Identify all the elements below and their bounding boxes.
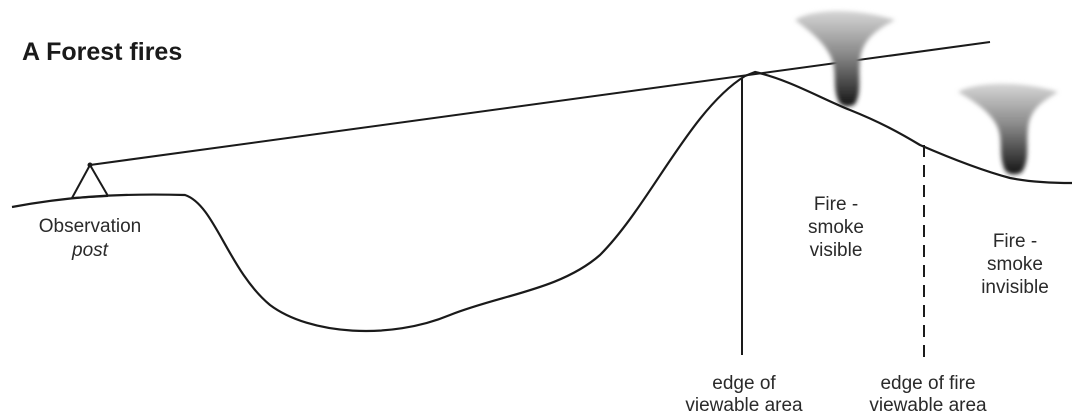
diagram-title: A Forest fires (22, 38, 182, 66)
observation-post-marker (72, 163, 108, 199)
edge-fire-label-line2: viewable area (869, 395, 987, 416)
fire-visible-label-line1: Fire - (814, 194, 858, 215)
edge-viewable-label-line1: edge of (712, 373, 776, 394)
edge-viewable-label-line2: viewable area (685, 395, 803, 416)
edge-fire-label-line1: edge of fire (880, 373, 975, 394)
smoke-plume-invisible (958, 84, 1058, 175)
fire-invisible-label-line3: invisible (981, 277, 1049, 298)
fire-invisible-label-line1: Fire - (993, 231, 1037, 252)
terrain-profile (12, 72, 1072, 331)
fire-visible-label-line2: smoke (808, 217, 864, 238)
fire-invisible-label-line2: smoke (987, 254, 1043, 275)
fire-visible-label-line3: visible (810, 240, 863, 261)
observation-post-label-line1: Observation (39, 216, 141, 237)
observation-post-label-line2: post (71, 240, 109, 261)
